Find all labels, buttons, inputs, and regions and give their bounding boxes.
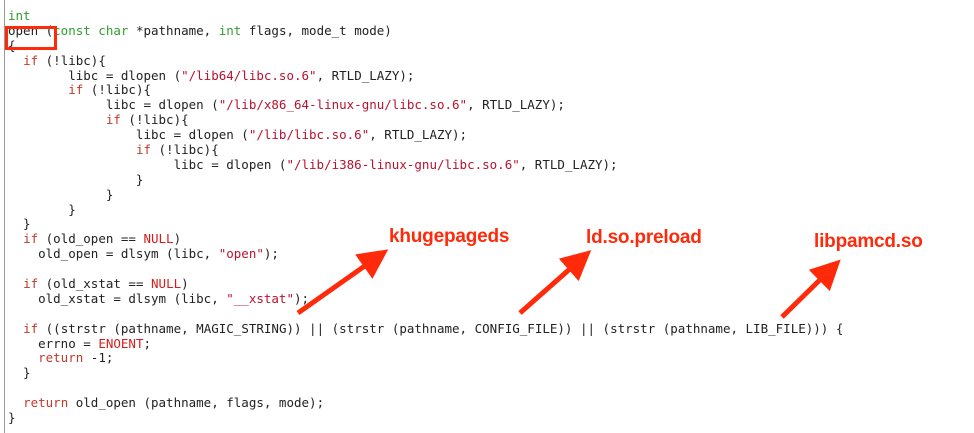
code-line: } (8, 201, 843, 218)
code-line: if (!libc){ (8, 52, 843, 69)
code-token: if (105, 112, 121, 128)
code-line: if (!libc){ (8, 142, 843, 158)
code-token: "__xstat" (226, 290, 294, 306)
code-token: libc = dlopen ( (8, 127, 249, 143)
code-line: int (8, 8, 843, 24)
code-line: libc = dlopen ("/lib/x86_64-linux-gnu/li… (8, 97, 843, 113)
code-line: } (8, 217, 843, 232)
code-line: if (!libc){ (8, 83, 843, 98)
code-token: ; (143, 335, 151, 351)
code-line: errno = ENOENT; (8, 335, 843, 352)
arrow-2 (518, 250, 592, 315)
code-token: old_open (pathname, flags, mode); (68, 395, 325, 411)
code-token: (!libc){ (151, 142, 219, 158)
code-token: "/lib/libc.so.6" (248, 127, 370, 143)
editor-gutter-line (4, 0, 5, 433)
code-line: if (!libc){ (8, 112, 843, 128)
code-line: } (8, 410, 843, 426)
code-token: -1; (83, 350, 114, 366)
code-token: } (8, 201, 76, 217)
code-token: libc = dlopen ( (8, 156, 287, 172)
code-token: if (23, 276, 39, 292)
code-token: (!libc){ (120, 112, 189, 128)
code-token: NULL (143, 231, 174, 247)
code-line: if ((strstr (pathname, MAGIC_STRING)) ||… (8, 320, 844, 337)
code-token: ENOENT (98, 335, 144, 351)
code-token: } (8, 410, 16, 426)
code-token: if (23, 320, 39, 336)
code-token: return (23, 395, 69, 411)
code-line: } (8, 171, 843, 188)
code-token: if (23, 231, 39, 247)
code-token: if (68, 82, 84, 98)
code-token: "/lib/i386-linux-gnu/libc.so.6" (286, 156, 520, 172)
code-line: libc = dlopen ("/lib/i386-linux-gnu/libc… (8, 156, 843, 173)
annotation-label-khugepageds: khugepageds (389, 226, 510, 247)
code-token: if (23, 52, 39, 68)
code-line: libc = dlopen ("/lib64/libc.so.6", RTLD_… (8, 67, 843, 84)
arrow-1 (296, 249, 389, 316)
arrow-3 (780, 259, 841, 319)
annotation-label-libpamcd: libpamcd.so (814, 231, 923, 252)
code-line: libc = dlopen ("/lib/libc.so.6", RTLD_LA… (8, 127, 843, 143)
code-token: { (8, 37, 16, 53)
code-line: if (old_open == NULL) (8, 231, 843, 247)
code-line: } (8, 365, 843, 381)
code-token: libc = dlopen ( (8, 67, 182, 83)
code-token: , RTLD_LAZY); (467, 97, 565, 113)
code-token: ) (181, 276, 189, 292)
highlight-box-open (5, 26, 57, 50)
annotation-label-ld-so-preload: ld.so.preload (586, 227, 702, 248)
code-line: return -1; (8, 351, 843, 366)
code-token: if (135, 142, 151, 158)
code-token: (!libc){ (83, 82, 152, 98)
code-token: } (8, 216, 31, 232)
code-token: return (38, 350, 84, 366)
code-token: ); (293, 290, 310, 306)
code-token: "open" (218, 246, 264, 262)
code-token: ((strstr (pathname, MAGIC_STRING)) || (s… (38, 320, 844, 336)
code-line: old_xstat = dlsym (libc, "__xstat"); (8, 290, 843, 307)
code-token: "/lib64/libc.so.6" (181, 67, 317, 83)
code-token: "/lib/x86_64-linux-gnu/libc.so.6" (218, 97, 468, 113)
code-token: old_xstat = dlsym (libc, (8, 290, 227, 306)
code-line: } (8, 186, 843, 203)
code-token: , RTLD_LAZY); (519, 156, 618, 172)
code-token: (old_open == (38, 231, 144, 247)
code-token: int (8, 8, 31, 23)
code-line: old_open = dlsym (libc, "open"); (8, 246, 843, 262)
code-line: { (8, 37, 843, 54)
code-token: (old_xstat == (38, 276, 152, 292)
code-token: ) (173, 231, 182, 247)
code-token: (!libc){ (38, 52, 106, 68)
code-token: ); (263, 246, 279, 262)
code-token: , RTLD_LAZY); (369, 127, 468, 143)
code-token: const char (53, 22, 129, 38)
code-token: , RTLD_LAZY); (316, 67, 415, 83)
code-token: errno = (8, 335, 99, 351)
code-token: flags, mode_t mode) (241, 22, 392, 38)
code-token: old_open = dlsym (libc, (8, 246, 219, 262)
code-token: NULL (151, 276, 182, 292)
code-token: } (8, 171, 144, 187)
code-line: return old_open (pathname, flags, mode); (8, 395, 843, 411)
code-token: *pathname, (128, 22, 219, 38)
code-line: open (const char *pathname, int flags, m… (8, 22, 843, 39)
code-token: } (8, 186, 114, 202)
code-token: } (8, 365, 31, 381)
code-line: if (old_xstat == NULL) (8, 276, 843, 292)
code-token: libc = dlopen ( (8, 97, 219, 113)
code-token: int (218, 22, 242, 38)
